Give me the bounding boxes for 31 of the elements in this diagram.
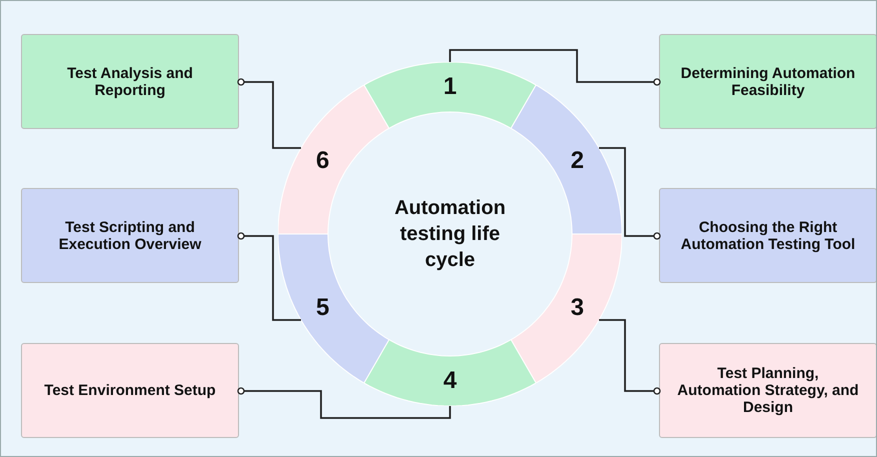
connector (599, 147, 661, 240)
step-number: 5 (316, 294, 330, 322)
step-label: Choosing the Right Automation Testing Tool (680, 218, 856, 252)
step-label: Determining Automation Feasibility (680, 64, 856, 98)
connector (237, 387, 451, 419)
ring-segment (278, 234, 389, 383)
step-label: Test Planning, Automation Strategy, and Design (676, 365, 860, 416)
connector (599, 319, 661, 395)
ring-segment (364, 62, 536, 129)
step-box (21, 188, 239, 283)
step-box (21, 34, 239, 129)
step-label: Test Scripting and Execution Overview (58, 218, 202, 252)
ring-segment (278, 85, 389, 235)
step-label: Test Analysis and Reporting (66, 64, 194, 98)
connector (449, 49, 661, 86)
step-number: 1 (443, 73, 457, 101)
step-box (659, 34, 876, 129)
step-box (659, 188, 876, 283)
center-title: Automation testing life cycle (393, 196, 507, 273)
step-number: 2 (570, 146, 584, 174)
step-number: 4 (443, 367, 457, 395)
step-box (21, 343, 239, 438)
ring-segment (511, 234, 622, 383)
step-number: 6 (316, 146, 330, 174)
connector (237, 232, 301, 321)
step-label: Test Environment Setup (44, 382, 216, 399)
step-box (659, 343, 876, 438)
connector (237, 78, 301, 149)
step-number: 3 (570, 294, 584, 322)
ring-segment (511, 85, 622, 234)
ring-segment (364, 339, 536, 406)
